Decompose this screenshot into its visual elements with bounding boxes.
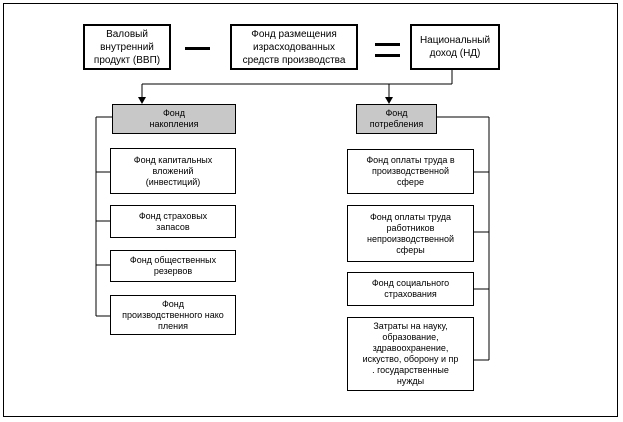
diagram-frame <box>3 3 618 417</box>
accumulation-item-label: Фонд страховых запасов <box>138 210 208 232</box>
fund-placement-label: Фонд размещения израсходованных средств … <box>242 28 346 66</box>
accumulation-item: Фонд производственного нако пления <box>110 295 236 335</box>
gdp-box: Валовый внутренний продукт (ВВП) <box>83 24 171 70</box>
consumption-fund-label: Фонд потребления <box>369 108 424 129</box>
accumulation-fund-box: Фонд накопления <box>112 104 236 134</box>
national-income-label: Национальный доход (НД) <box>419 35 491 59</box>
consumption-item: Затраты на науку, образование, здравоохр… <box>347 317 474 391</box>
accumulation-item: Фонд страховых запасов <box>110 205 236 238</box>
accumulation-fund-label: Фонд накопления <box>149 108 199 129</box>
consumption-item: Фонд оплаты труда в производственной сфе… <box>347 149 474 194</box>
consumption-item: Фонд социального страхования <box>347 272 474 306</box>
minus-sign <box>185 47 210 50</box>
equals-sign-top <box>375 43 400 46</box>
fund-placement-box: Фонд размещения израсходованных средств … <box>230 24 358 70</box>
consumption-item-label: Фонд оплаты труда работников непроизводс… <box>366 211 455 255</box>
consumption-fund-box: Фонд потребления <box>356 104 437 134</box>
equals-sign-bottom <box>375 54 400 57</box>
accumulation-item: Фонд общественных резервов <box>110 250 236 282</box>
accumulation-item: Фонд капитальных вложений (инвестиций) <box>110 148 236 194</box>
accumulation-item-label: Фонд капитальных вложений (инвестиций) <box>133 154 213 187</box>
consumption-item-label: Затраты на науку, образование, здравоохр… <box>362 321 459 386</box>
accumulation-item-label: Фонд общественных резервов <box>129 255 217 276</box>
consumption-item: Фонд оплаты труда работников непроизводс… <box>347 205 474 262</box>
accumulation-item-label: Фонд производственного нако пления <box>122 298 224 331</box>
consumption-item-label: Фонд оплаты труда в производственной сфе… <box>366 155 455 187</box>
consumption-item-label: Фонд социального страхования <box>371 278 450 299</box>
gdp-label: Валовый внутренний продукт (ВВП) <box>93 28 161 66</box>
national-income-box: Национальный доход (НД) <box>410 24 500 70</box>
